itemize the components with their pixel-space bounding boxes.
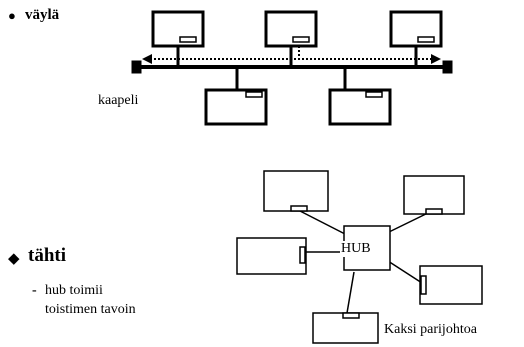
note-line-1: hub toimii: [45, 283, 103, 298]
star-link-bottom: [346, 271, 355, 314]
bus-terminator-right-icon: [442, 60, 453, 74]
star-computer-topright: [403, 175, 465, 215]
arrow-left-icon: [142, 54, 152, 64]
note-line-2: toistimen tavoin: [45, 302, 136, 317]
bus-bullet-icon: ●: [8, 8, 16, 23]
computer-node-icon: [263, 170, 329, 212]
computer-node-icon: [236, 237, 307, 275]
star-title: tähti: [28, 245, 66, 266]
computer-node-icon: [403, 175, 465, 215]
hub-label: HUB: [340, 241, 372, 257]
bus-terminator-left-icon: [131, 60, 142, 74]
note-dash: -: [32, 283, 37, 298]
twisted-pair-label: Kaksi parijohtoa: [384, 322, 477, 337]
bus-computer-5: [328, 67, 392, 126]
star-computer-left: [236, 237, 307, 275]
star-bullet-icon: ◆: [8, 251, 20, 267]
arrow-right-icon: [431, 54, 441, 64]
bus-title: väylä: [25, 7, 60, 23]
bus-computer-4: [204, 67, 268, 126]
star-computer-bottom: [312, 312, 379, 344]
computer-node-icon: [419, 265, 483, 305]
star-computer-topleft: [263, 170, 329, 212]
star-link-right: [387, 260, 423, 284]
star-link-topleft: [299, 210, 346, 235]
bus-computer-3: [389, 10, 443, 67]
bus-computer-1: [151, 10, 205, 67]
bus-computer-2: [264, 10, 318, 67]
star-topology: [236, 170, 483, 344]
bus-topology: [131, 10, 453, 126]
star-computer-right: [419, 265, 483, 305]
cable-label: kaapeli: [98, 93, 139, 108]
